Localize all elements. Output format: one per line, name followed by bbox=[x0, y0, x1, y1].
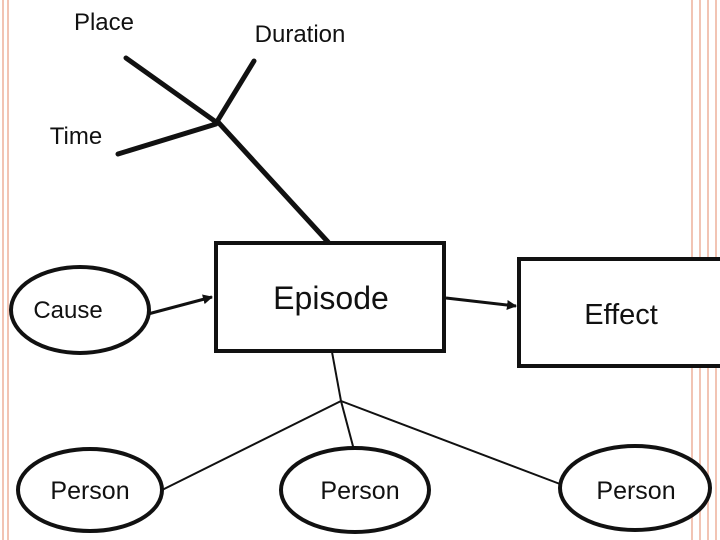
person-right-ellipse bbox=[558, 444, 712, 532]
junction-to-person-center-line bbox=[340, 400, 355, 451]
cause-label: Cause bbox=[33, 297, 102, 324]
person-left-label: Person bbox=[50, 477, 129, 505]
episode-to-junction-line bbox=[331, 351, 342, 402]
junction-to-episode-connector bbox=[215, 119, 331, 245]
person-center-ellipse bbox=[279, 446, 431, 534]
time-connector bbox=[115, 121, 219, 157]
junction-to-person-left-line bbox=[159, 400, 342, 492]
person-center-label: Person bbox=[320, 477, 399, 505]
effect-box bbox=[517, 257, 720, 368]
person-connectors bbox=[159, 351, 561, 492]
person-left-ellipse bbox=[16, 447, 164, 533]
cause-to-episode-arrow bbox=[147, 294, 213, 316]
episode-label: Episode bbox=[273, 280, 389, 316]
junction-to-person-right-line bbox=[340, 400, 561, 485]
time-label: Time bbox=[50, 123, 102, 150]
effect-label: Effect bbox=[584, 299, 658, 331]
duration-label: Duration bbox=[255, 21, 346, 48]
place-connector bbox=[123, 55, 219, 125]
episode-box bbox=[214, 241, 446, 353]
cause-ellipse bbox=[9, 265, 151, 355]
episode-to-effect-arrow bbox=[445, 296, 517, 310]
duration-connector bbox=[215, 58, 257, 123]
attribute-connectors bbox=[115, 55, 331, 245]
place-label: Place bbox=[74, 9, 134, 36]
person-right-label: Person bbox=[596, 477, 675, 505]
